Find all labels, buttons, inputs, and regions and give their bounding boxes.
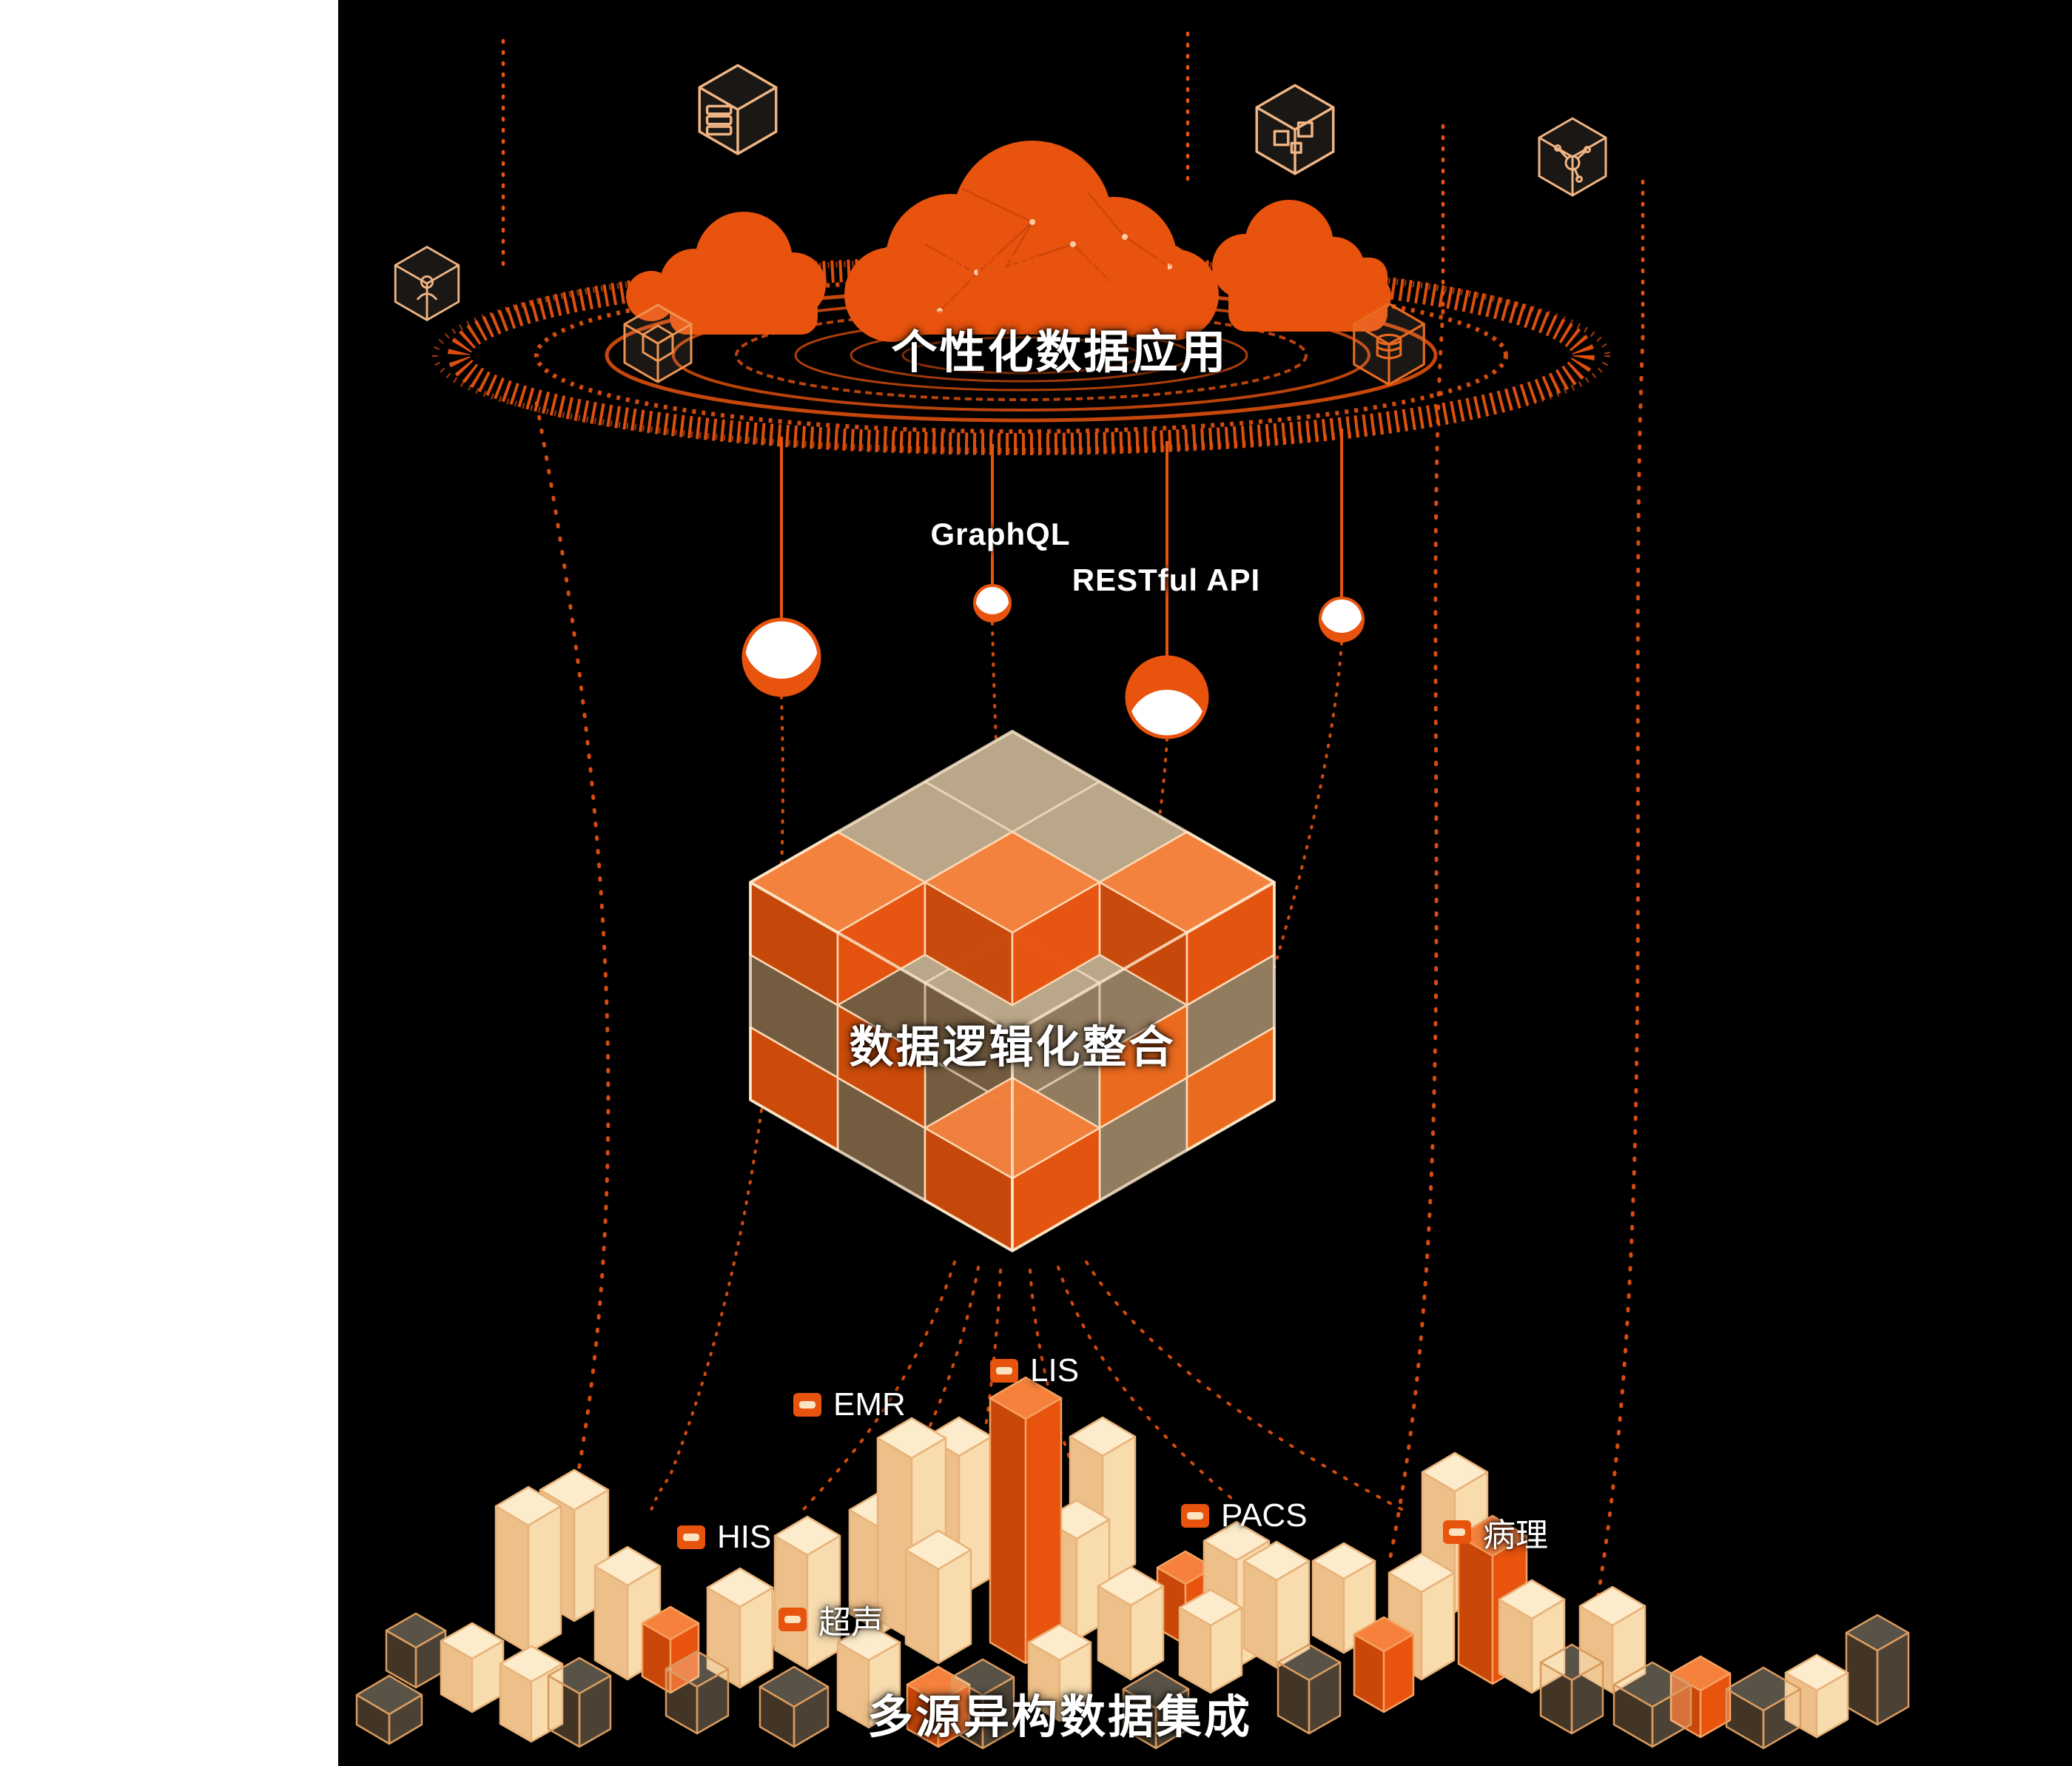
iso-bar — [989, 1376, 1063, 1665]
graphql-label: GraphQL — [930, 517, 1071, 551]
source-label-text: 病理 — [1483, 1517, 1548, 1554]
iso-bar — [706, 1567, 774, 1689]
top-layer-title: 个性化数据应用 — [891, 327, 1228, 378]
source-chip-icon — [990, 1359, 1018, 1383]
source-label-text: HIS — [717, 1519, 772, 1555]
iso-bar — [1725, 1666, 1802, 1750]
iso-bar — [1122, 1668, 1190, 1750]
iso-bar — [1612, 1661, 1692, 1748]
network-cube-icon — [1538, 117, 1607, 197]
database-cube-icon — [1353, 302, 1425, 386]
restful-api-label: RESTful API — [1072, 563, 1261, 597]
pendulum-2 — [973, 444, 1012, 622]
pendulum-4 — [1319, 429, 1365, 642]
source-chip-icon — [1443, 1520, 1471, 1544]
iso-bar — [494, 1485, 562, 1654]
source-label-lis: LIS — [990, 1352, 1079, 1389]
source-chip-icon — [793, 1393, 821, 1417]
pendulums — [650, 429, 1365, 1511]
iso-bar — [1178, 1588, 1243, 1694]
iso-bar — [773, 1515, 841, 1671]
source-chip-icon — [1181, 1504, 1209, 1528]
iso-bar — [1353, 1616, 1415, 1713]
server-cube-icon — [698, 64, 778, 155]
iso-bar — [1539, 1643, 1604, 1735]
orbit-rings — [432, 255, 1610, 455]
boxes-cube-icon — [1255, 84, 1335, 175]
iso-bar — [1242, 1540, 1311, 1669]
bar-city — [355, 1376, 1910, 1750]
iso-bar — [665, 1650, 730, 1735]
iso-bar — [440, 1622, 505, 1713]
iso-bar — [904, 1529, 972, 1665]
source-label-his: HIS — [677, 1519, 771, 1556]
iso-bar — [385, 1612, 447, 1689]
source-label-text: LIS — [1030, 1352, 1080, 1389]
top-dotted-lines — [501, 31, 1645, 338]
iso-bar — [1097, 1565, 1165, 1681]
iso-bar — [499, 1645, 564, 1743]
source-label-pacs: PACS — [1181, 1497, 1308, 1534]
iso-bar — [355, 1674, 423, 1745]
box-cube-icon — [623, 303, 693, 383]
iso-bar — [1276, 1643, 1342, 1735]
iso-bar — [1027, 1623, 1092, 1722]
bottom-layer-title: 多源异构数据集成 — [867, 1692, 1253, 1743]
source-chip-icon — [677, 1525, 705, 1549]
user-cube-icon — [394, 246, 460, 321]
source-label-text: EMR — [833, 1386, 906, 1423]
iso-bar — [1311, 1542, 1376, 1654]
iso-bar — [950, 1658, 1015, 1750]
floating-icons — [394, 64, 1607, 386]
iso-bar — [758, 1665, 830, 1748]
cube-outline — [749, 730, 1276, 1252]
source-chip-icon — [778, 1608, 807, 1631]
source-label-text: 超声 — [818, 1605, 884, 1641]
iso-bar — [836, 1623, 901, 1729]
rubiks-cube — [749, 730, 1276, 1252]
pendulum-3 — [1125, 441, 1209, 739]
iso-bar — [1784, 1653, 1849, 1739]
source-label-emr: EMR — [793, 1386, 906, 1423]
iso-bar — [547, 1656, 612, 1748]
source-label-pathology: 病理 — [1443, 1508, 1548, 1556]
iso-bar — [1845, 1614, 1910, 1726]
source-label-ultrasound: 超声 — [778, 1596, 884, 1643]
source-label-text: PACS — [1221, 1497, 1308, 1534]
pendulum-trails — [650, 621, 1343, 1511]
middle-layer-title: 数据逻辑化整合 — [849, 1022, 1176, 1072]
